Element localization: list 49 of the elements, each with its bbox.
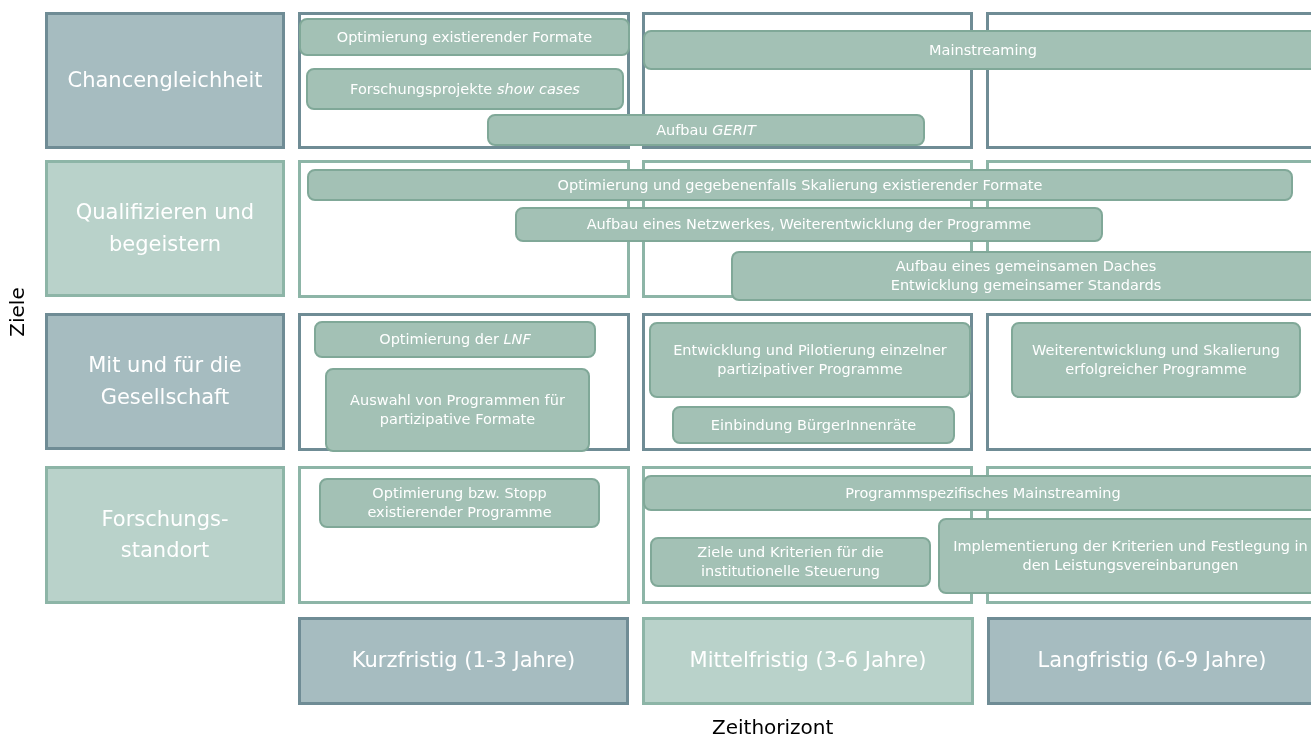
header-label: Forschungs- standort bbox=[100, 505, 230, 564]
task-bar bbox=[672, 406, 955, 444]
task-bar bbox=[306, 68, 624, 110]
goal-header bbox=[45, 466, 285, 604]
goal-header bbox=[45, 313, 285, 450]
goal-header bbox=[45, 160, 285, 297]
task-bar bbox=[319, 478, 600, 528]
task-label: Einbindung BürgerInnenräte bbox=[710, 415, 917, 435]
task-bar bbox=[515, 207, 1103, 242]
task-label: Ziele und Kriterien für die institutionelle Steuerung bbox=[696, 543, 885, 581]
task-label: Auswahl von Programmen für partizipative Formate bbox=[349, 391, 566, 429]
task-bar bbox=[325, 368, 590, 452]
task-label: Aufbau eines Netzwerkes, Weiterentwicklung der Programme bbox=[586, 215, 1032, 234]
axis-title: Ziele bbox=[4, 287, 29, 337]
task-label: Mainstreaming bbox=[929, 40, 1037, 60]
task-label: Optimierung und gegebenenfalls Skalierung existierender Formate bbox=[557, 175, 1043, 195]
header-label: Langfristig (6-9 Jahre) bbox=[1037, 647, 1267, 675]
task-bar bbox=[314, 321, 596, 358]
task-label: Aufbau eines gemeinsamen Daches bbox=[895, 257, 1157, 276]
axis-title: Zeithorizont bbox=[712, 715, 834, 739]
task-bar bbox=[649, 322, 971, 398]
task-bar bbox=[643, 30, 1311, 70]
header-label: Qualifizieren und begeistern bbox=[74, 199, 256, 258]
task-label: Optimierung bzw. Stopp existierender Programme bbox=[366, 484, 553, 522]
task-bar bbox=[307, 169, 1293, 201]
task-bar bbox=[650, 537, 931, 587]
timeframe-header bbox=[642, 617, 974, 705]
task-bar bbox=[731, 251, 1311, 301]
task-bar bbox=[299, 18, 630, 56]
task-bar bbox=[1011, 322, 1301, 398]
header-label: Mittelfristig (3-6 Jahre) bbox=[689, 647, 927, 675]
timeframe-header bbox=[298, 617, 629, 705]
task-label: Entwicklung gemeinsamer Standards bbox=[890, 276, 1162, 295]
task-label: Programmspezifisches Mainstreaming bbox=[845, 483, 1121, 503]
task-bar bbox=[938, 518, 1311, 594]
header-label: Mit und für die Gesellschaft bbox=[87, 352, 243, 411]
goal-header bbox=[45, 12, 285, 149]
task-bar bbox=[643, 475, 1311, 511]
task-label: Entwicklung und Pilotierung einzelner partizipativer Programme bbox=[672, 341, 948, 379]
timeframe-header bbox=[987, 617, 1311, 705]
task-label: Optimierung der LNF bbox=[379, 330, 531, 349]
header-label: Kurzfristig (1-3 Jahre) bbox=[351, 647, 576, 675]
task-bar bbox=[487, 114, 925, 146]
header-label: Chancengleichheit bbox=[67, 66, 263, 94]
task-label: Optimierung existierender Formate bbox=[336, 27, 593, 47]
task-label: Implementierung der Kriterien und Festlegung in den Leistungsvereinbarungen bbox=[952, 537, 1309, 575]
task-label: Weiterentwicklung und Skalierung erfolgreicher Programme bbox=[1031, 341, 1281, 379]
task-label: Forschungsprojekte show cases bbox=[350, 79, 580, 99]
task-label: Aufbau GERIT bbox=[656, 120, 756, 140]
